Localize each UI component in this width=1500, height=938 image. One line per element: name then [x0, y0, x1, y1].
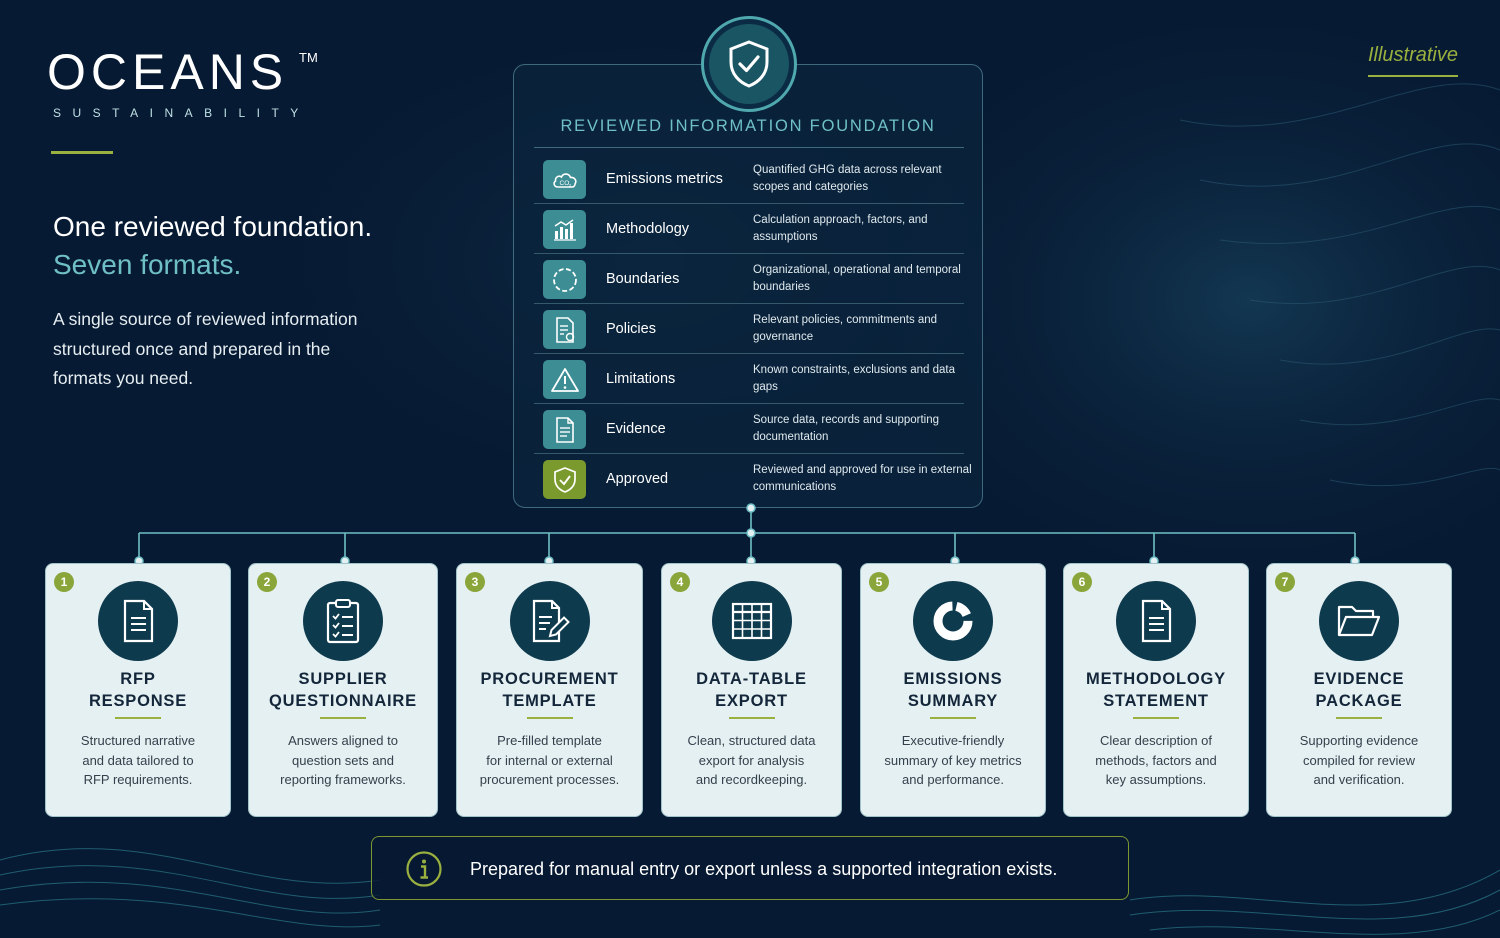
foundation-row-label: Emissions metrics: [606, 171, 723, 187]
card-divider: [115, 717, 161, 719]
document-icon: [98, 581, 178, 661]
headline: One reviewed foundation. Seven formats.: [53, 208, 372, 284]
svg-text:CO: CO: [559, 180, 569, 187]
note-text: Prepared for manual entry or export unle…: [470, 859, 1058, 879]
card-number-badge: 4: [670, 572, 690, 592]
brand-trademark: TM: [299, 50, 318, 65]
open-folder-icon: [1319, 581, 1399, 661]
foundation-row-label: Evidence: [606, 421, 666, 437]
brand-subtitle: SUSTAINABILITY: [53, 106, 310, 120]
card-divider: [320, 717, 366, 719]
svg-text:2: 2: [569, 182, 572, 187]
brand-name: OCEANS: [47, 44, 289, 100]
document-icon: [1116, 581, 1196, 661]
card-divider: [1133, 717, 1179, 719]
foundation-row-label: Approved: [606, 471, 669, 487]
integration-note: Prepared for manual entry or export unle…: [371, 836, 1129, 900]
clipboard-checklist-icon: [303, 581, 383, 661]
card-divider: [930, 717, 976, 719]
foundation-row-label: Methodology: [606, 221, 690, 237]
intro-text: A single source of reviewed information …: [53, 309, 358, 388]
table-grid-icon: [711, 581, 792, 661]
brand-divider: [51, 151, 113, 154]
foundation-row-evidence: Evidence Source data, records and suppor…: [534, 404, 964, 454]
foundation-divider: [534, 147, 964, 148]
card-number-badge: 2: [257, 572, 277, 592]
foundation-row-desc: Source data, records and supporting docu…: [753, 414, 940, 443]
foundation-row-desc: Relevant policies, commitments and gover…: [753, 314, 938, 343]
info-icon: [406, 851, 442, 887]
foundation-row-desc: Known constraints, exclusions and data g…: [753, 364, 956, 393]
headline-line-1: One reviewed foundation.: [53, 211, 373, 242]
foundation-row-boundaries: Boundaries Organizational, operational a…: [534, 254, 964, 304]
foundation-title: REVIEWED INFORMATION FOUNDATION: [560, 117, 936, 135]
bar-chart-icon: [543, 210, 586, 249]
foundation-row-limitations: Limitations Known constraints, exclusion…: [534, 354, 964, 404]
donut-chart-icon: [913, 581, 993, 661]
document-edit-icon: [509, 581, 590, 661]
card-divider: [1336, 717, 1382, 719]
foundation-row-desc: Reviewed and approved for use in externa…: [753, 464, 972, 493]
headline-line-2: Seven formats.: [53, 249, 242, 280]
foundation-row-approved: Approved Reviewed and approved for use i…: [534, 454, 972, 504]
foundation-row-desc: Quantified GHG data across relevant scop…: [753, 164, 942, 193]
card-number-badge: 1: [54, 572, 74, 592]
foundation-row-label: Limitations: [606, 371, 676, 387]
foundation-row-desc: Organizational, operational and temporal…: [753, 264, 961, 293]
card-number-badge: 3: [465, 572, 485, 592]
dashed-circle-icon: [543, 260, 586, 299]
document-icon: [543, 410, 586, 449]
foundation-row-label: Policies: [606, 321, 656, 337]
card-number-badge: 6: [1072, 572, 1092, 592]
foundation-row-label: Boundaries: [606, 271, 680, 287]
shield-check-icon: [729, 40, 769, 88]
card-divider: [526, 717, 573, 719]
brand-logo: OCEANS TM SUSTAINABILITY: [47, 44, 318, 120]
foundation-row-methodology: Methodology Calculation approach, factor…: [534, 204, 964, 254]
foundation-badge: [701, 16, 797, 112]
foundation-row-desc: Calculation approach, factors, and assum…: [753, 214, 928, 243]
foundation-row-policies: Policies Relevant policies, commitments …: [534, 304, 964, 354]
shield-check-icon: [543, 460, 586, 499]
card-number-badge: 7: [1275, 572, 1295, 592]
policy-document-icon: [543, 310, 586, 349]
illustrative-tag: Illustrative: [1367, 44, 1458, 77]
card-number-badge: 5: [869, 572, 889, 592]
card-divider: [728, 717, 775, 719]
warning-icon: [543, 360, 586, 399]
